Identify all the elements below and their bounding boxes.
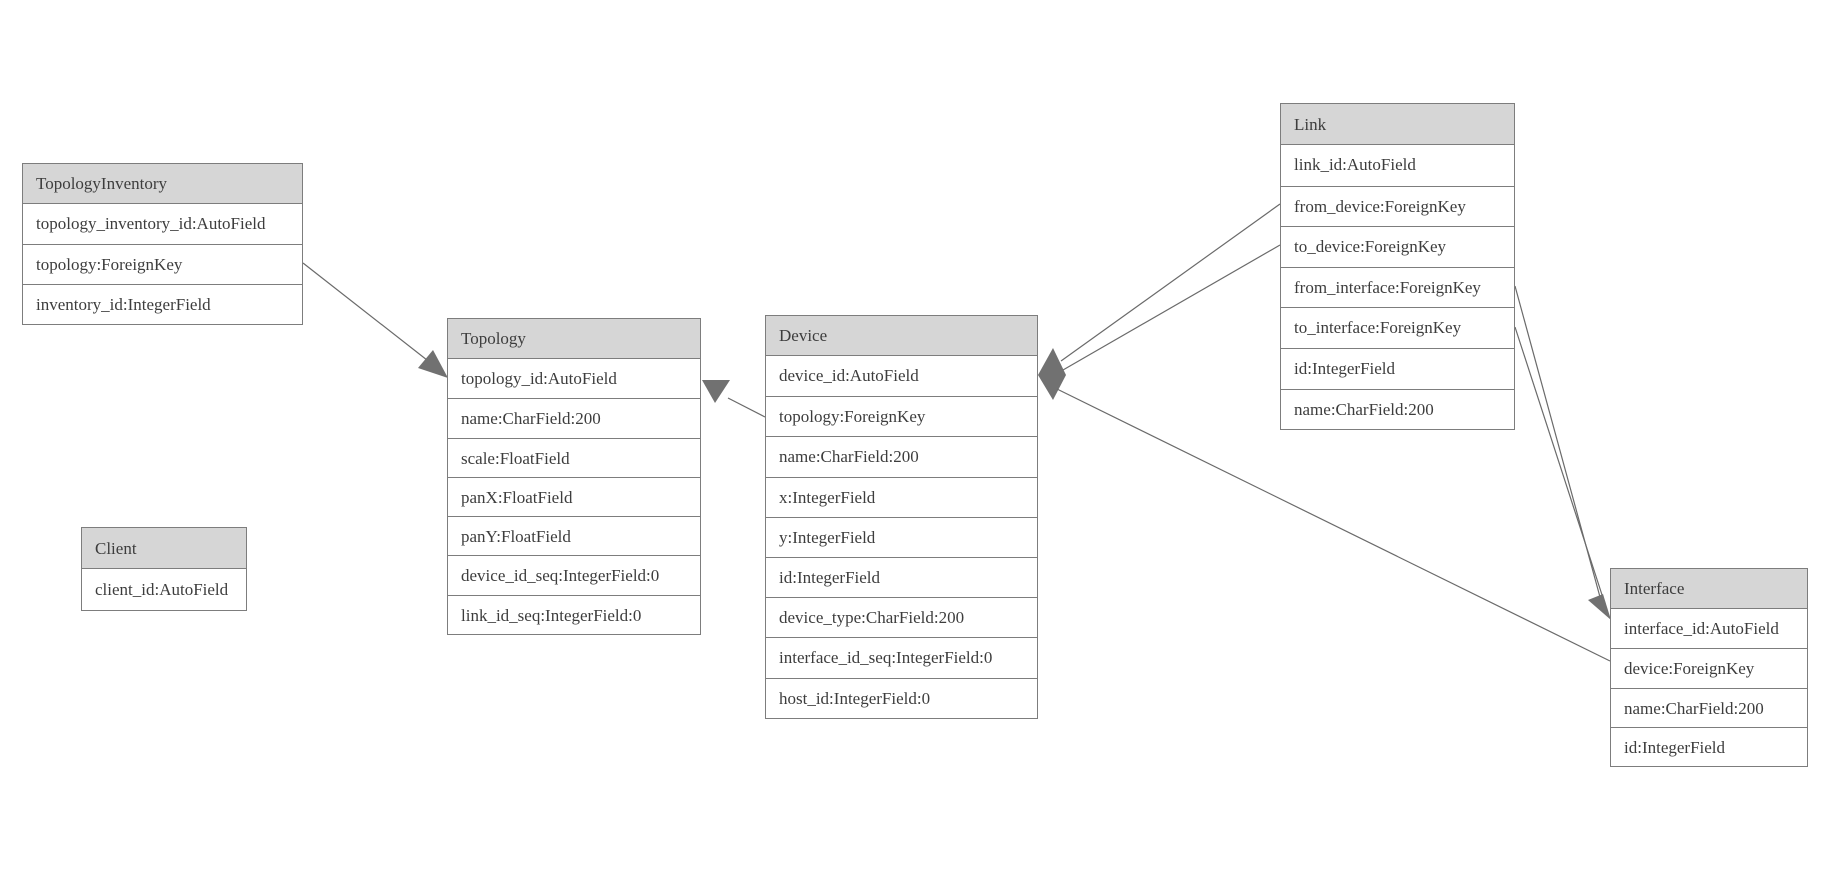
entity-device[interactable]: Device device_id:AutoField topology:Fore… [765,315,1038,719]
arrowhead-link-to-interface [1588,594,1611,620]
relationship-line-link-to-device [1062,244,1281,371]
entity-field: id:IntegerField [1611,726,1807,767]
entity-field: name:CharField:200 [1281,388,1514,430]
entity-field: device:ForeignKey [1611,648,1807,688]
entity-field: panY:FloatField [448,516,700,556]
entity-client-header: Client [82,528,246,569]
arrowhead-device-topology [702,380,730,403]
entity-field: client_id:AutoField [82,569,246,610]
entity-field: name:CharField:200 [766,436,1037,477]
entity-field: link_id_seq:IntegerField:0 [448,594,700,635]
arrowhead-link-to-device [1038,348,1066,400]
entity-field: interface_id:AutoField [1611,609,1807,649]
entity-device-header: Device [766,316,1037,356]
entity-topology[interactable]: Topology topology_id:AutoField name:Char… [447,318,701,636]
entity-field: from_interface:ForeignKey [1281,266,1514,308]
entity-field: device_type:CharField:200 [766,597,1037,638]
entity-field: name:CharField:200 [1611,687,1807,727]
relationship-line-device-topology [727,397,766,418]
entity-field: to_interface:ForeignKey [1281,307,1514,348]
entity-interface-header: Interface [1611,569,1807,609]
entity-field: topology_id:AutoField [448,359,700,399]
entity-field: inventory_id:IntegerField [23,284,302,324]
entity-field: link_id:AutoField [1281,145,1514,186]
relationship-line-topologyinventory-topology [302,262,442,372]
entity-field: y:IntegerField [766,516,1037,557]
entity-field: to_device:ForeignKey [1281,226,1514,267]
entity-field: interface_id_seq:IntegerField:0 [766,637,1037,678]
entity-link-header: Link [1281,104,1514,145]
entity-link[interactable]: Link link_id:AutoField from_device:Forei… [1280,103,1515,431]
entity-field: topology_inventory_id:AutoField [23,204,302,244]
entity-field: topology:ForeignKey [23,244,302,284]
relationship-line-link-from-device [1060,203,1281,362]
relationship-line-interface-device [1056,388,1611,662]
arrowhead-topologyinventory-topology [418,350,448,378]
entity-topologyinventory[interactable]: TopologyInventory topology_inventory_id:… [22,163,303,325]
entity-field: from_device:ForeignKey [1281,185,1514,227]
entity-field: id:IntegerField [1281,347,1514,389]
entity-topology-header: Topology [448,319,700,359]
entity-field: name:CharField:200 [448,398,700,438]
entity-field: panX:FloatField [448,476,700,517]
entity-field: id:IntegerField [766,556,1037,598]
entity-field: scale:FloatField [448,437,700,477]
entity-field: device_id_seq:IntegerField:0 [448,555,700,595]
entity-field: device_id:AutoField [766,356,1037,397]
entity-topologyinventory-header: TopologyInventory [23,164,302,204]
entity-field: topology:ForeignKey [766,396,1037,437]
entity-field: host_id:IntegerField:0 [766,677,1037,718]
relationship-line-link-to-interface [1514,326,1605,602]
entity-client[interactable]: Client client_id:AutoField [81,527,247,611]
entity-field: x:IntegerField [766,476,1037,517]
entity-interface[interactable]: Interface interface_id:AutoField device:… [1610,568,1808,768]
